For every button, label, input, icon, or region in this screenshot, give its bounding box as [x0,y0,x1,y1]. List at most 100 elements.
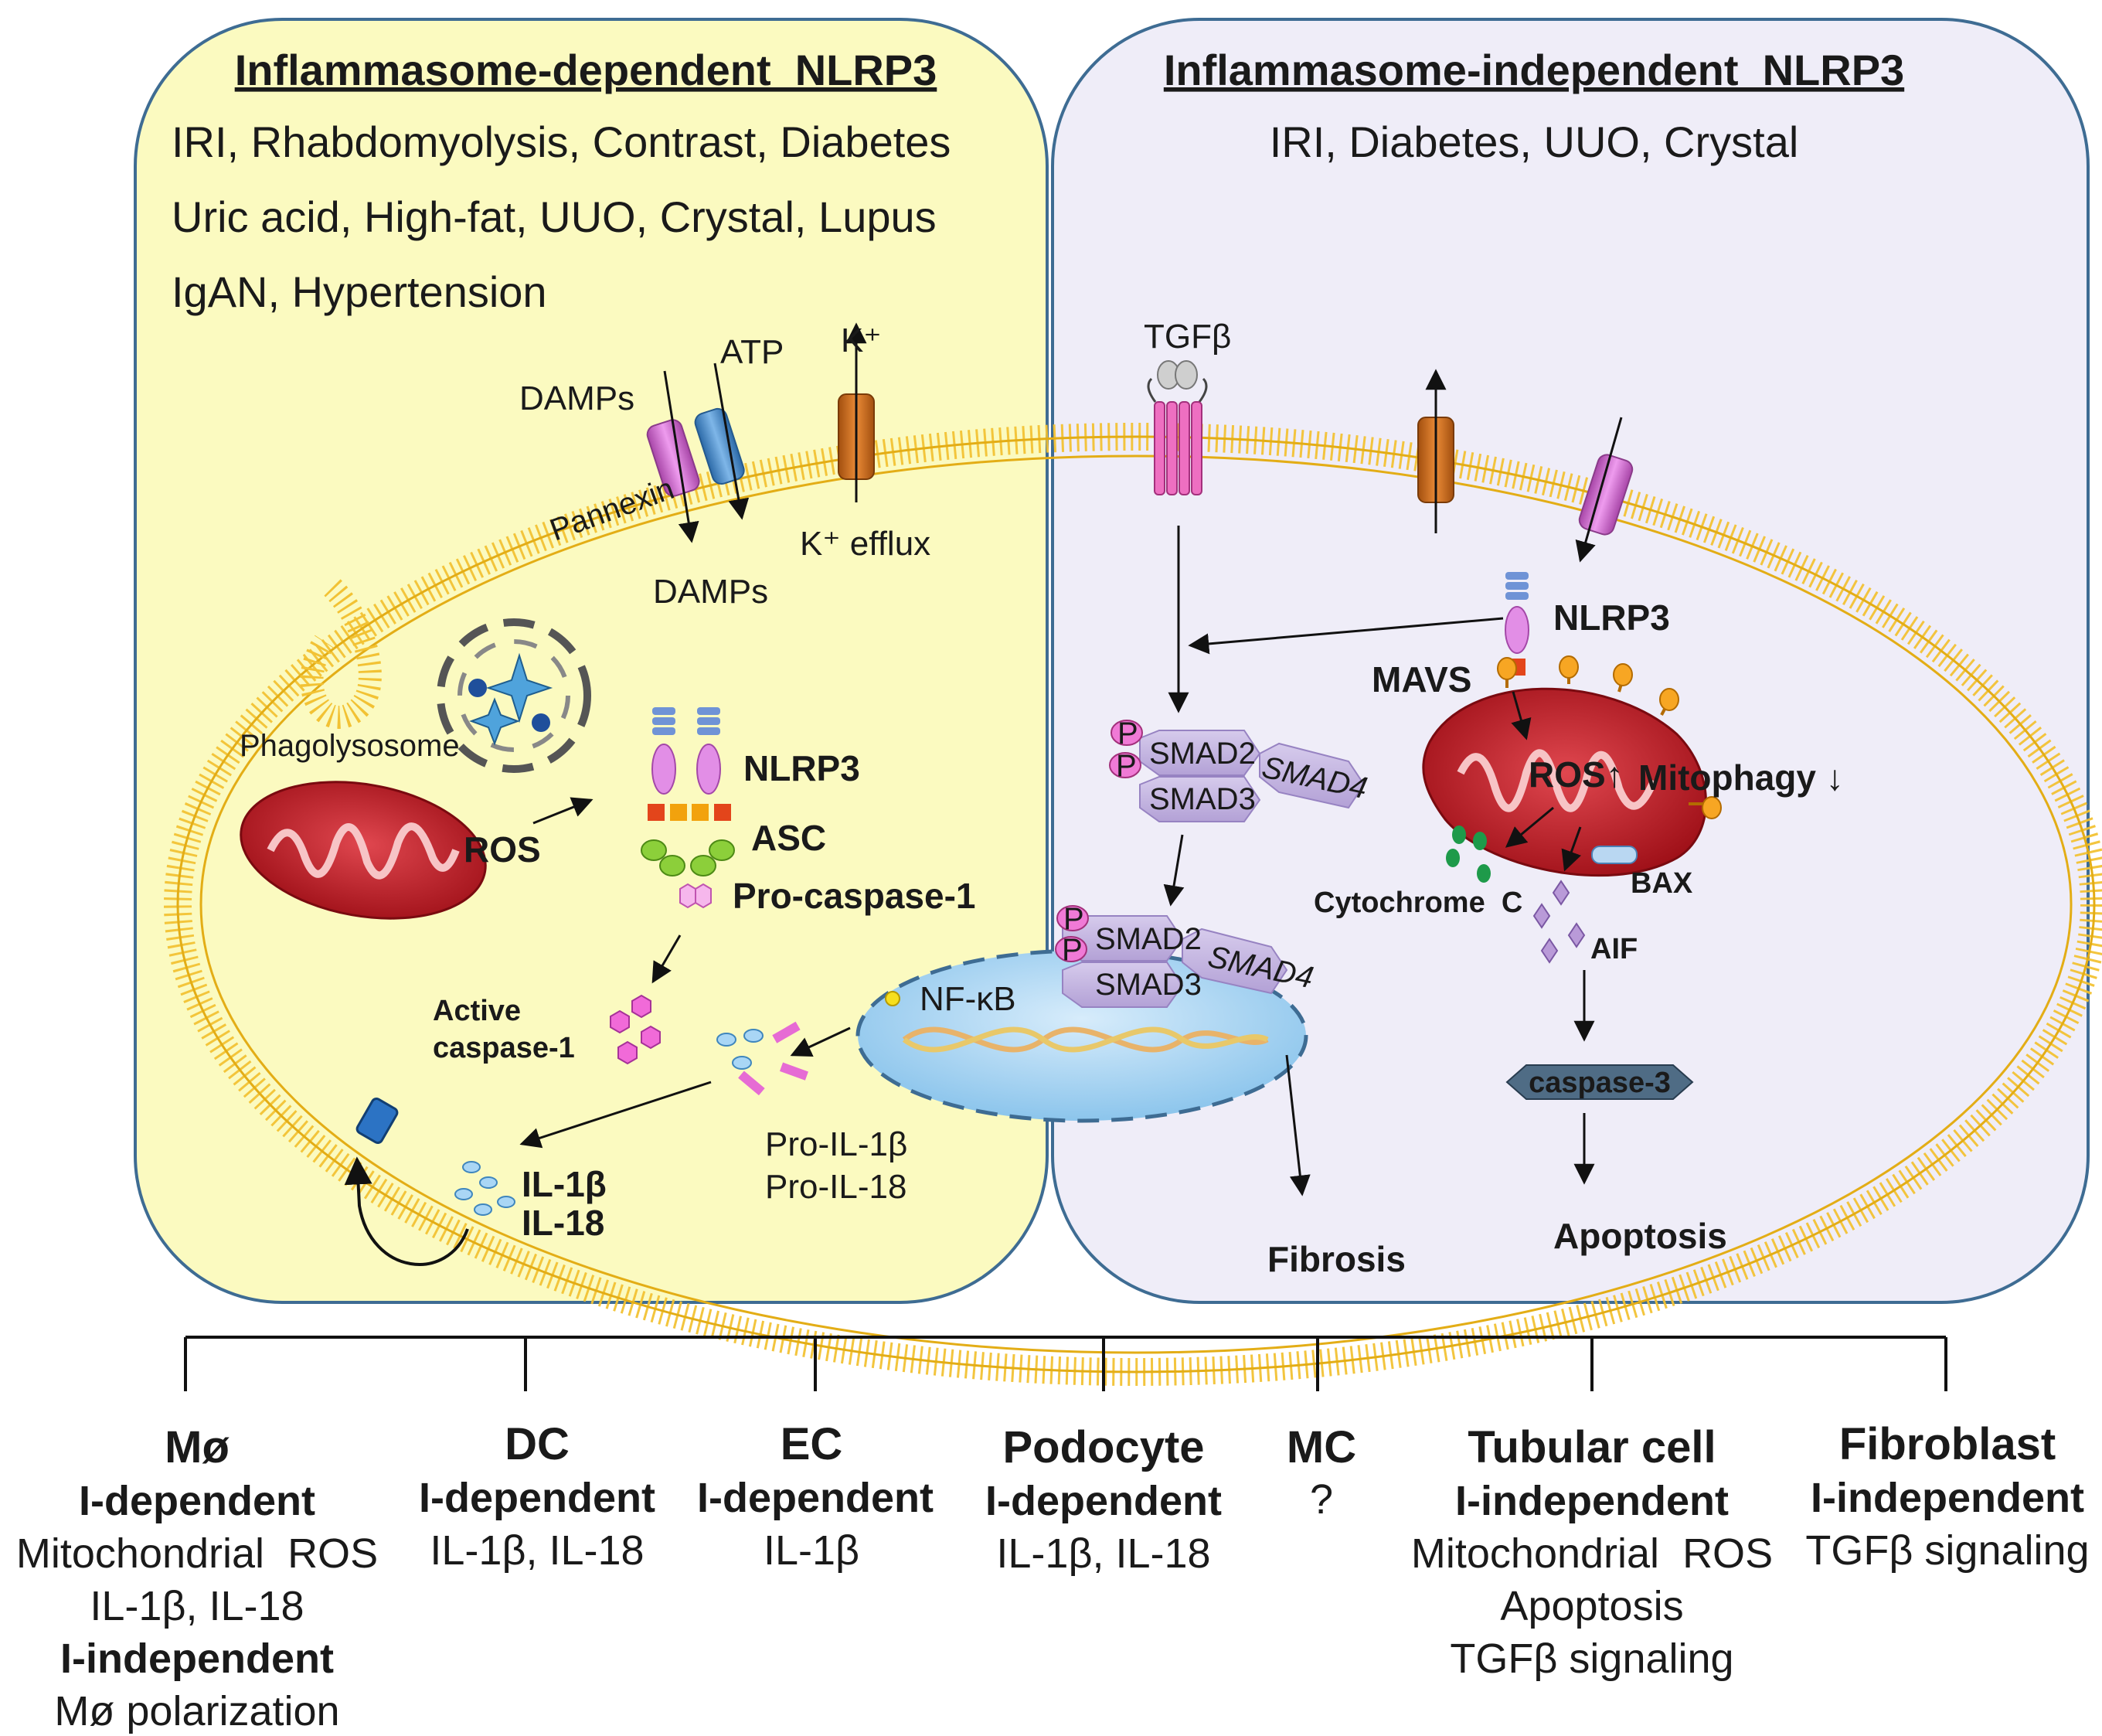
tgfb-receptor-icon [1147,360,1208,495]
damps-bottom-label: DAMPs [653,573,768,611]
p-label-2: P [1116,749,1137,783]
phagolysosome-icon [437,618,591,773]
cell-type-fibroblast: Fibroblast I-independent TGFβ signaling [1805,1419,2089,1574]
pro-caspase-label: Pro-caspase-1 [733,876,976,916]
mito-to-aif-arrow [1561,826,1582,872]
smad-complex-cytoplasm [1109,720,1366,822]
mitochondrion-right [1422,655,1722,877]
nucleus [855,948,1308,1123]
cell-type-dc: DC I-dependent IL-1β, IL-18 [419,1419,655,1574]
cell-type-line: Mitochondrial ROS [16,1530,378,1577]
left-conditions-line-1: IRI, Rhabdomyolysis, Contrast, Diabetes [172,117,951,166]
left-conditions-line-3: IgAN, Hypertension [172,267,547,316]
left-conditions-line-2: Uric acid, High-fat, UUO, Crystal, Lupus [172,192,937,241]
pro-il1b-label: Pro-IL-1β [765,1125,907,1163]
fibrosis-label: Fibrosis [1267,1239,1406,1279]
nlrp3-to-smad-arrow [1188,617,1504,655]
pro-il1b-cluster-icon [716,1021,808,1096]
aif-label: AIF [1590,933,1638,965]
mavs-label: MAVS [1372,659,1472,700]
cell-type-ec: EC I-dependent IL-1β [697,1419,934,1574]
cell-type-line: I-dependent [985,1478,1222,1524]
nfkb-to-pro-il-arrow [790,1026,851,1057]
cell-type-line: TGFβ signaling [1450,1636,1733,1682]
cell-type-line: IL-1β [764,1527,859,1574]
smad-complex-nucleus [1055,905,1288,1008]
smad3-label-1: SMAD3 [1149,782,1256,816]
secretion-arrow [344,1156,469,1266]
cytochrome-c-label: Cytochrome C [1314,887,1522,919]
nlrp3-left-label: NLRP3 [743,748,860,788]
cell-type-name: Tubular cell [1468,1422,1716,1472]
nfkb-label: NF-κB [920,980,1016,1018]
bax-label: BAX [1631,867,1693,900]
cell-type-axis [184,1336,1947,1391]
damps-in-arrow [663,370,699,543]
cell-type-line: I-dependent [419,1475,655,1521]
cell-type-line: I-independent [1811,1475,2084,1521]
il1b-label: IL-1β [522,1164,607,1204]
mito-to-cytochrome-arrow [1505,806,1554,848]
cell-type-line: I-dependent [79,1478,315,1524]
ros-left-label: ROS [464,829,541,870]
cell-type-line: I-independent [1455,1478,1729,1524]
right-panel-title: Inflammasome-independent NLRP3 [1164,46,1904,94]
caspase-3-label: caspase-3 [1529,1067,1671,1099]
k-efflux-label: K⁺ efflux [800,525,930,563]
active-caspase-label-2: caspase-1 [433,1032,575,1064]
damps-top-label: DAMPs [519,380,634,417]
tgfb-label: TGFβ [1144,318,1231,356]
active-caspase-label-1: Active [433,995,521,1027]
aif-icon [1532,880,1586,964]
active-caspase-1-icon [610,994,661,1065]
cell-type-macrophage: Mø I-dependent Mitochondrial ROS IL-1β, … [16,1422,378,1734]
cell-type-name: Fibroblast [1839,1419,2056,1469]
atp-in-arrow [713,363,750,520]
right-conditions-line-1: IRI, Diabetes, UUO, Crystal [1270,117,1799,166]
ros-right-label: ROS↑ [1529,754,1624,795]
nlrp3-right-icon [1505,572,1529,676]
secretion-channel [355,1098,399,1144]
cell-type-name: EC [781,1419,843,1469]
p-label-3: P [1063,902,1084,936]
pro-il18-label: Pro-IL-18 [765,1168,906,1206]
il18-label: IL-18 [522,1203,604,1243]
mavs-to-mito-arrow [1511,691,1532,740]
cell-type-line: I-independent [60,1636,334,1682]
phagolysosome-label: Phagolysosome [240,729,460,763]
caspase-3-shape [1505,1064,1694,1100]
ros-to-nlrp3-arrow [532,797,594,825]
mitochondrion-left [240,781,487,920]
cell-type-mc: MC ? [1287,1422,1356,1523]
k-plus-label: K⁺ [841,322,882,359]
cytochrome-c-icon [1446,825,1491,883]
asc-label: ASC [751,818,826,858]
p-label-4: P [1062,933,1083,967]
cell-type-line: Apoptosis [1500,1583,1683,1629]
inflammasome-complex [641,707,735,909]
pro-il-to-il-arrow [519,1081,712,1149]
smad2-label-1: SMAD2 [1149,737,1256,771]
nlrp3-right-label: NLRP3 [1553,597,1670,638]
cell-type-name: Mø [165,1422,230,1472]
cell-type-line: IL-1β, IL-18 [430,1527,644,1574]
mitophagy-label: Mitophagy ↓ [1638,757,1844,798]
cell-type-line: I-dependent [697,1475,934,1521]
cell-type-line: IL-1β, IL-18 [996,1530,1210,1577]
left-panel-title: Inflammasome-dependent NLRP3 [235,46,937,94]
cell-type-line: ? [1310,1476,1333,1523]
cell-membrane [164,423,2102,1386]
smad2-label-2: SMAD2 [1095,922,1202,956]
cell-type-line: TGFβ signaling [1805,1527,2089,1574]
cell-type-line: Mitochondrial ROS [1411,1530,1773,1577]
smad3-label-2: SMAD3 [1095,968,1202,1002]
cell-type-line: IL-1β, IL-18 [90,1583,304,1629]
cell-type-name: Podocyte [1002,1422,1204,1472]
cell-type-name: MC [1287,1422,1356,1472]
il1b-il18-cluster-icon [454,1161,515,1216]
cell-type-tubular: Tubular cell I-independent Mitochondrial… [1411,1422,1773,1682]
apoptosis-label: Apoptosis [1553,1216,1727,1256]
damps-in-arrow-right [1575,417,1623,563]
caspase-activation-arrow [651,934,682,984]
cell-type-podocyte: Podocyte I-dependent IL-1β, IL-18 [985,1422,1222,1577]
